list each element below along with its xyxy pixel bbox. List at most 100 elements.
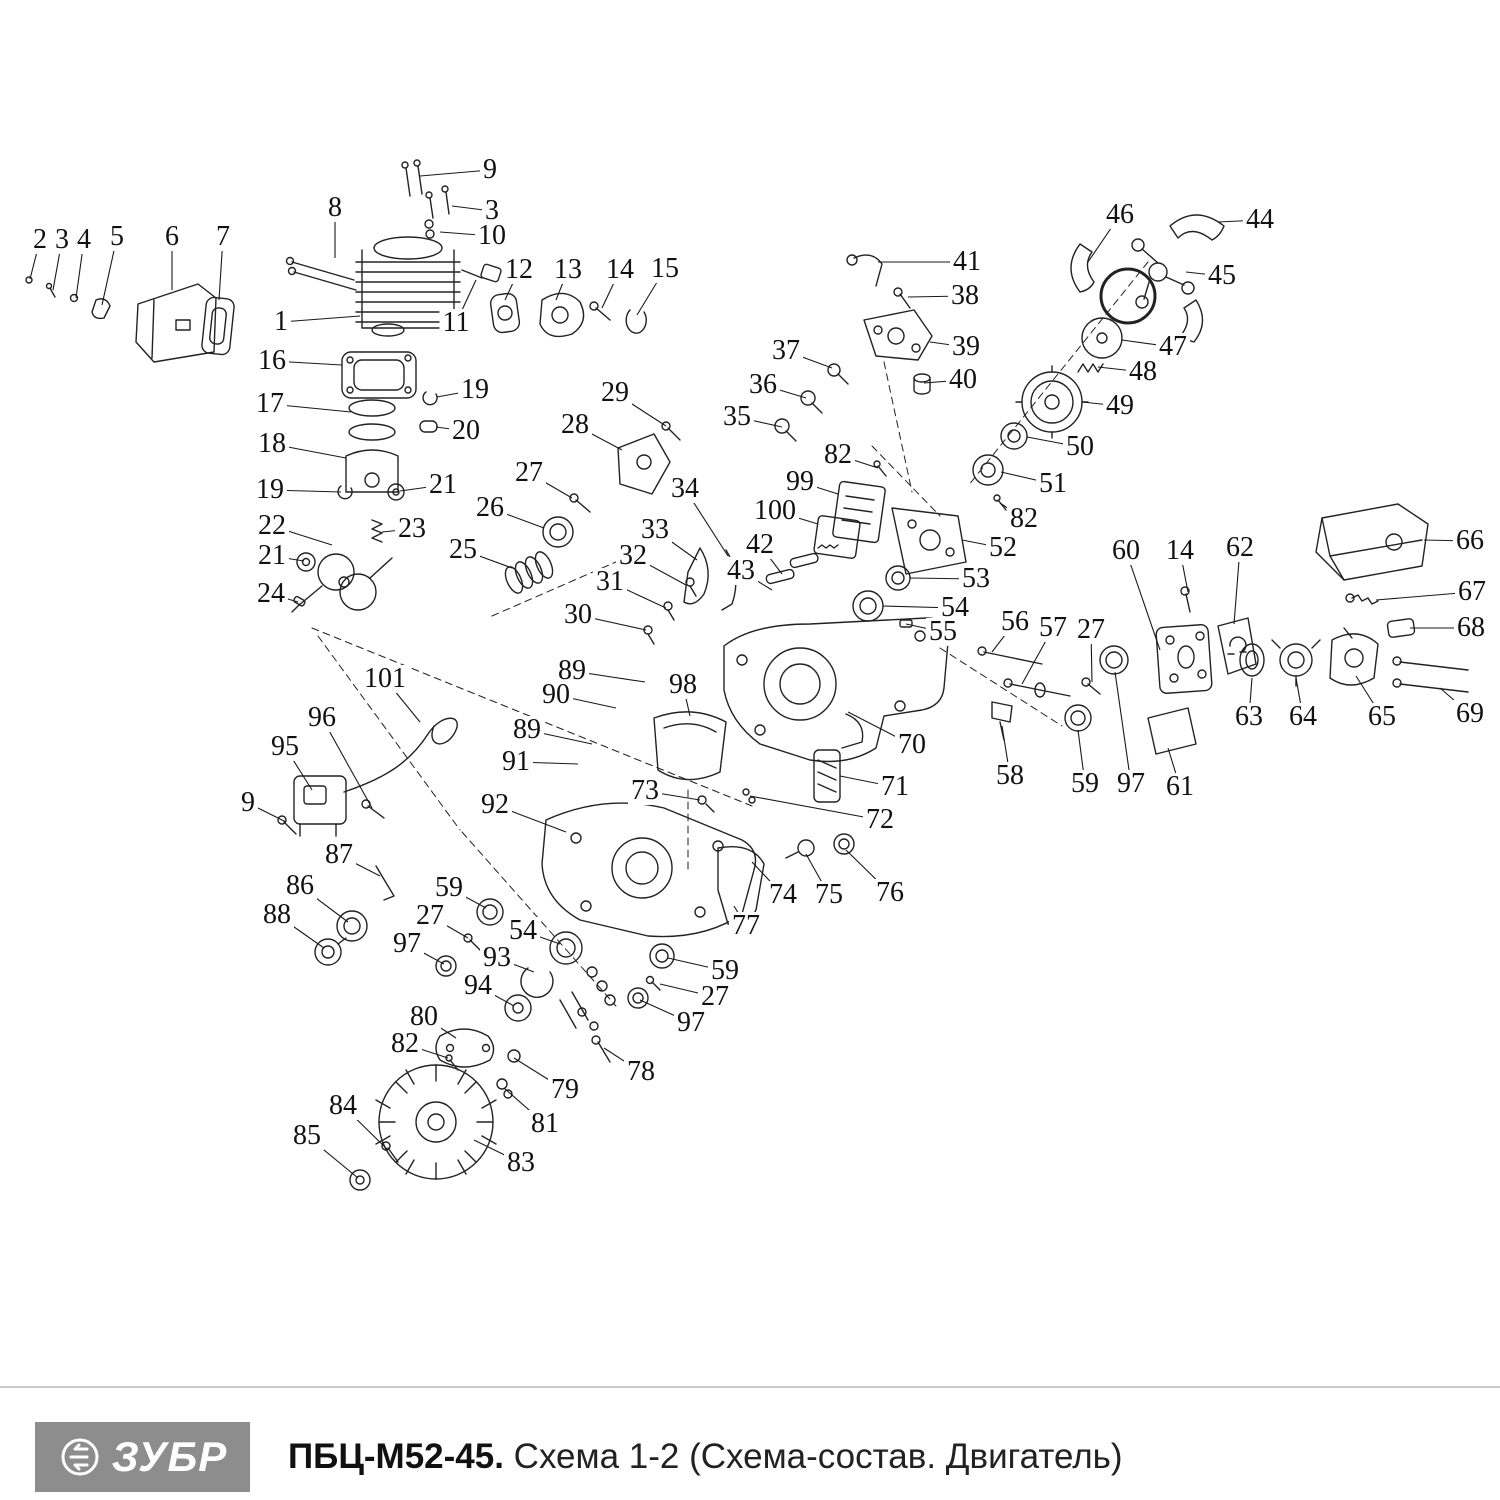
stud-57	[1003, 678, 1071, 698]
scheme-title: Схема 1-2 (Схема-состав. Двигатель)	[513, 1437, 1123, 1476]
airbox-65	[1329, 627, 1379, 686]
part-label-10: 10	[475, 222, 509, 250]
part-label-15: 15	[648, 255, 682, 283]
screw-82a	[873, 460, 887, 477]
part-label-56: 56	[998, 608, 1032, 636]
part-label-27: 27	[512, 459, 546, 487]
diagram-title: ПБЦ-М52-45. Схема 1-2 (Схема-состав. Дви…	[288, 1437, 1123, 1477]
cap-76	[833, 833, 855, 855]
ignition-coil	[293, 775, 347, 837]
part-label-27: 27	[413, 902, 447, 930]
part-label-26: 26	[473, 494, 507, 522]
part-label-12: 12	[502, 256, 536, 284]
circlip-19a	[422, 391, 438, 406]
seal-59b	[649, 943, 675, 969]
part-label-59: 59	[708, 957, 742, 985]
part-label-97: 97	[674, 1009, 708, 1037]
part-label-50: 50	[1063, 433, 1097, 461]
part-label-68: 68	[1454, 614, 1488, 642]
screw-82b	[993, 494, 1007, 511]
part-label-97: 97	[390, 930, 424, 958]
part-label-1: 1	[271, 308, 291, 336]
part-label-89: 89	[555, 657, 589, 685]
pins-42-43	[765, 544, 839, 585]
part-label-33: 33	[638, 516, 672, 544]
spring-48	[1077, 363, 1104, 373]
washers-81	[496, 1078, 513, 1099]
key-24	[293, 595, 306, 607]
part-label-67: 67	[1455, 578, 1489, 606]
part-label-83: 83	[504, 1149, 538, 1177]
ring-97b	[627, 987, 649, 1009]
piston-rings	[348, 399, 396, 441]
part-label-54: 54	[938, 594, 972, 622]
part-label-85: 85	[290, 1122, 324, 1150]
circlip-19b	[337, 485, 353, 500]
part-label-86: 86	[283, 872, 317, 900]
fasteners-2-5	[25, 276, 111, 320]
cover-52	[891, 507, 967, 575]
part-label-9: 9	[480, 156, 500, 184]
part-label-40: 40	[946, 366, 980, 394]
part-label-34: 34	[668, 475, 702, 503]
part-label-74: 74	[766, 881, 800, 909]
model-number: ПБЦ-М52-45.	[288, 1437, 504, 1476]
part-label-95: 95	[268, 733, 302, 761]
part-label-49: 49	[1103, 392, 1137, 420]
bolts-69	[1392, 656, 1469, 693]
spark-wire	[343, 717, 458, 793]
muffler-gasket	[201, 296, 235, 356]
part-label-92: 92	[478, 791, 512, 819]
part-label-45: 45	[1205, 262, 1239, 290]
part-label-61: 61	[1163, 773, 1197, 801]
part-label-18: 18	[255, 430, 289, 458]
part-label-77: 77	[729, 912, 763, 940]
part-label-14: 14	[1163, 537, 1197, 565]
part-label-17: 17	[253, 390, 287, 418]
part-label-25: 25	[446, 536, 480, 564]
bits-72	[742, 788, 756, 804]
part-label-93: 93	[480, 944, 514, 972]
part-label-69: 69	[1453, 700, 1487, 728]
part-label-88: 88	[260, 901, 294, 929]
washer-86	[336, 910, 368, 942]
part-label-55: 55	[926, 618, 960, 646]
bolt-14	[589, 301, 611, 321]
key-55	[899, 619, 913, 628]
bracket-28	[617, 433, 671, 495]
muffler	[135, 283, 217, 363]
bearing-54b	[549, 931, 583, 965]
spring-23	[371, 519, 383, 543]
ring-97c	[1099, 645, 1129, 675]
clip-15	[625, 309, 647, 334]
cap-88	[314, 937, 347, 966]
part-label-46: 46	[1103, 201, 1137, 229]
part-label-21: 21	[255, 542, 289, 570]
spark-plug	[461, 263, 502, 283]
plate-99	[832, 480, 886, 544]
part-label-71: 71	[878, 773, 912, 801]
part-label-57: 57	[1036, 614, 1070, 642]
part-label-22: 22	[255, 512, 289, 540]
ring-97a	[435, 955, 457, 977]
screw-14b	[1180, 586, 1191, 613]
clutch-shoe-46	[1070, 243, 1095, 293]
part-label-76: 76	[873, 879, 907, 907]
piston	[345, 449, 399, 493]
part-label-35: 35	[720, 403, 754, 431]
bushing-40	[913, 373, 931, 395]
plug-75	[785, 839, 815, 859]
part-label-78: 78	[624, 1058, 658, 1086]
part-label-64: 64	[1286, 703, 1320, 731]
footer: ЗУБР ПБЦ-М52-45. Схема 1-2 (Схема-состав…	[0, 1414, 1500, 1500]
part-label-84: 84	[326, 1092, 360, 1120]
part-label-97: 97	[1114, 770, 1148, 798]
grommet-37	[827, 363, 849, 385]
part-label-19: 19	[253, 476, 287, 504]
part-label-90: 90	[539, 681, 573, 709]
part-label-13: 13	[551, 256, 585, 284]
part-label-53: 53	[959, 565, 993, 593]
cylinder-screws	[401, 159, 450, 239]
part-label-3: 3	[482, 197, 502, 225]
